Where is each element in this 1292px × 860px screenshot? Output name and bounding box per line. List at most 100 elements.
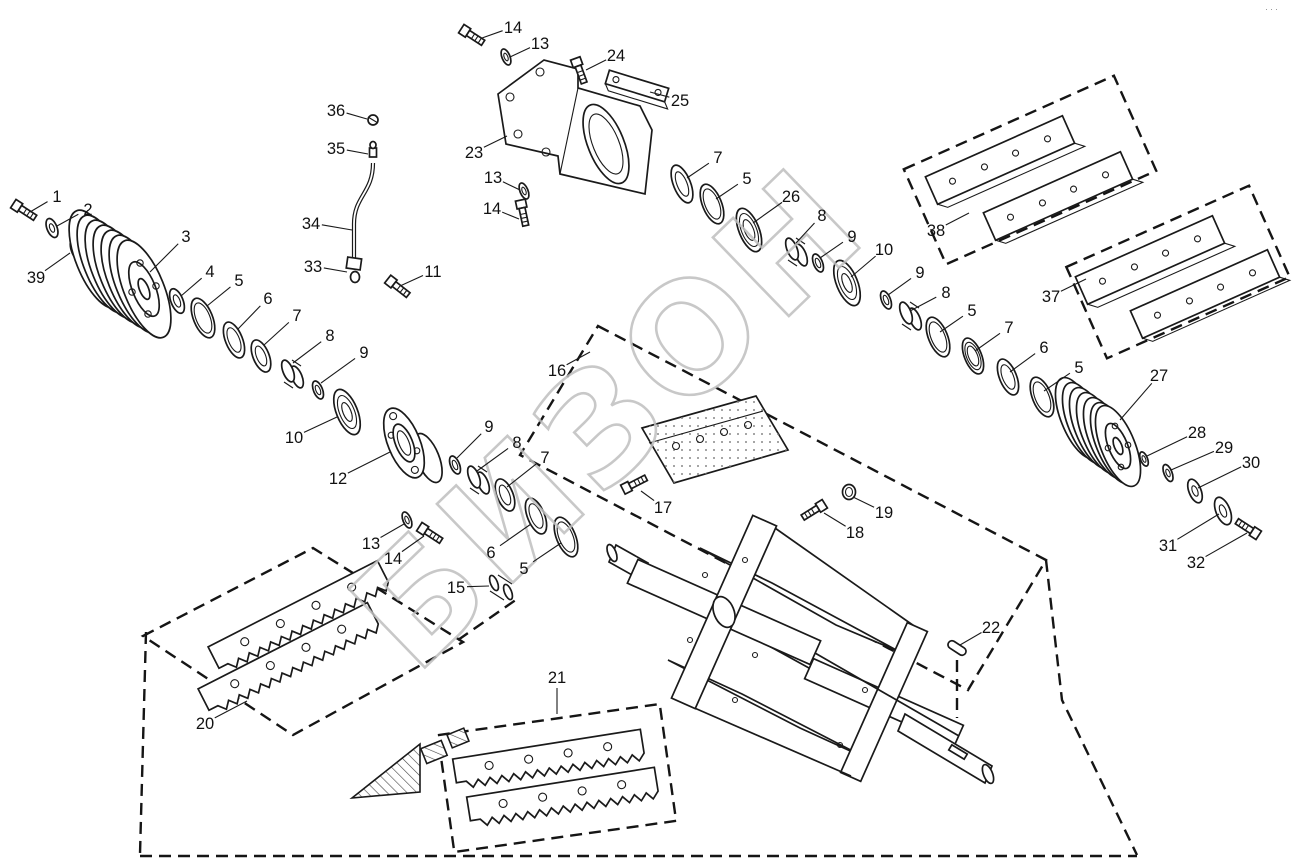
drum-knife-17 <box>619 395 790 495</box>
callout-5: 5 <box>234 272 243 290</box>
callout-8: 8 <box>325 327 334 345</box>
callout-6: 6 <box>486 544 495 562</box>
callout-13: 13 <box>484 169 502 187</box>
leader-line <box>1119 382 1153 421</box>
dashed-connectors <box>138 559 1139 858</box>
direction-arrow <box>349 727 471 800</box>
leader-line <box>1043 372 1071 392</box>
spacer-rings-top-rear <box>879 290 1055 418</box>
leader-line <box>149 243 179 273</box>
fastener-group-28-32 <box>1138 451 1263 541</box>
callout-20: 20 <box>196 715 214 733</box>
callout-37: 37 <box>1042 288 1060 306</box>
callout-11: 11 <box>424 263 441 281</box>
callout-14: 14 <box>483 200 501 218</box>
leader-line <box>939 315 964 333</box>
callout-6: 6 <box>263 290 272 308</box>
fasteners-18-19 <box>799 483 857 523</box>
leader-line <box>1177 513 1220 540</box>
leader-line <box>237 305 261 330</box>
leader-line <box>945 212 970 226</box>
leader-line <box>686 162 710 179</box>
bolt-11 <box>383 274 413 300</box>
callout-9: 9 <box>484 418 493 436</box>
callout-7: 7 <box>1004 319 1013 337</box>
leader-line <box>1146 436 1188 457</box>
leader-line <box>1197 466 1242 489</box>
leader-line <box>320 357 356 384</box>
callout-38: 38 <box>927 222 945 240</box>
leader-line <box>501 211 520 220</box>
fasteners-13-14-lower <box>401 511 445 546</box>
leader-line <box>214 700 248 719</box>
spacer-rings-top-front <box>670 164 825 273</box>
bearing-10-left <box>332 388 362 436</box>
callout-36: 36 <box>327 102 345 120</box>
leader-line <box>850 255 876 278</box>
callout-5: 5 <box>967 302 976 320</box>
leader-line <box>399 275 424 287</box>
callout-23: 23 <box>465 144 483 162</box>
spacer-rings-left-front <box>168 287 325 400</box>
leader-line <box>380 523 405 538</box>
callout-22: 22 <box>982 619 1000 637</box>
leader-line <box>715 183 739 200</box>
leader-line <box>509 47 531 58</box>
leader-line <box>506 463 537 488</box>
leader-line <box>585 59 607 71</box>
callout-32: 32 <box>1187 554 1205 572</box>
leader-line <box>649 91 670 98</box>
leader-line <box>263 321 290 346</box>
pin-15 <box>488 574 514 601</box>
callout-14: 14 <box>504 19 522 37</box>
bearing-bracket-23 <box>497 59 653 196</box>
leader-line <box>752 201 783 224</box>
callout-19: 19 <box>875 504 893 522</box>
leader-line <box>206 286 231 307</box>
leader-line <box>502 181 521 191</box>
knife-box-16 <box>518 324 1048 692</box>
leader-line <box>346 149 369 155</box>
plate-25 <box>604 69 670 110</box>
callout-4: 4 <box>205 263 214 281</box>
callout-3: 3 <box>181 228 190 246</box>
pin-22 <box>947 639 967 657</box>
leader-line <box>819 241 844 259</box>
callout-21: 21 <box>548 669 566 687</box>
callout-8: 8 <box>817 207 826 225</box>
leader-line <box>887 277 912 296</box>
leader-line <box>323 267 348 273</box>
leader-line <box>292 341 322 364</box>
callout-14: 14 <box>384 550 402 568</box>
leader-line <box>823 512 846 527</box>
leader-line <box>852 496 875 508</box>
callout-9: 9 <box>847 228 856 246</box>
leader-line <box>303 416 338 433</box>
leader-line <box>466 585 490 588</box>
leader-line <box>29 201 48 213</box>
callout-5: 5 <box>1074 359 1083 377</box>
callout-10: 10 <box>875 241 893 259</box>
callout-28: 28 <box>1188 424 1206 442</box>
callout-33: 33 <box>304 258 322 276</box>
wear-plate-box-37 <box>1064 184 1292 360</box>
leader-line <box>346 112 368 120</box>
leader-line <box>347 451 391 474</box>
callout-35: 35 <box>327 140 345 158</box>
leader-line <box>321 224 353 231</box>
corner-mark: ··· <box>1265 4 1280 14</box>
leader-line <box>1009 353 1036 373</box>
bearing-10-right <box>832 259 862 307</box>
callout-25: 25 <box>671 92 689 110</box>
bearing-housing-12 <box>382 407 443 484</box>
callout-13: 13 <box>362 535 380 553</box>
callout-5: 5 <box>519 560 528 578</box>
leader-line <box>1060 278 1087 292</box>
fasteners-13-14-top <box>457 23 512 66</box>
callout-2: 2 <box>83 201 92 219</box>
callout-18: 18 <box>846 524 864 542</box>
leader-line <box>532 542 562 563</box>
callout-13: 13 <box>531 35 549 53</box>
